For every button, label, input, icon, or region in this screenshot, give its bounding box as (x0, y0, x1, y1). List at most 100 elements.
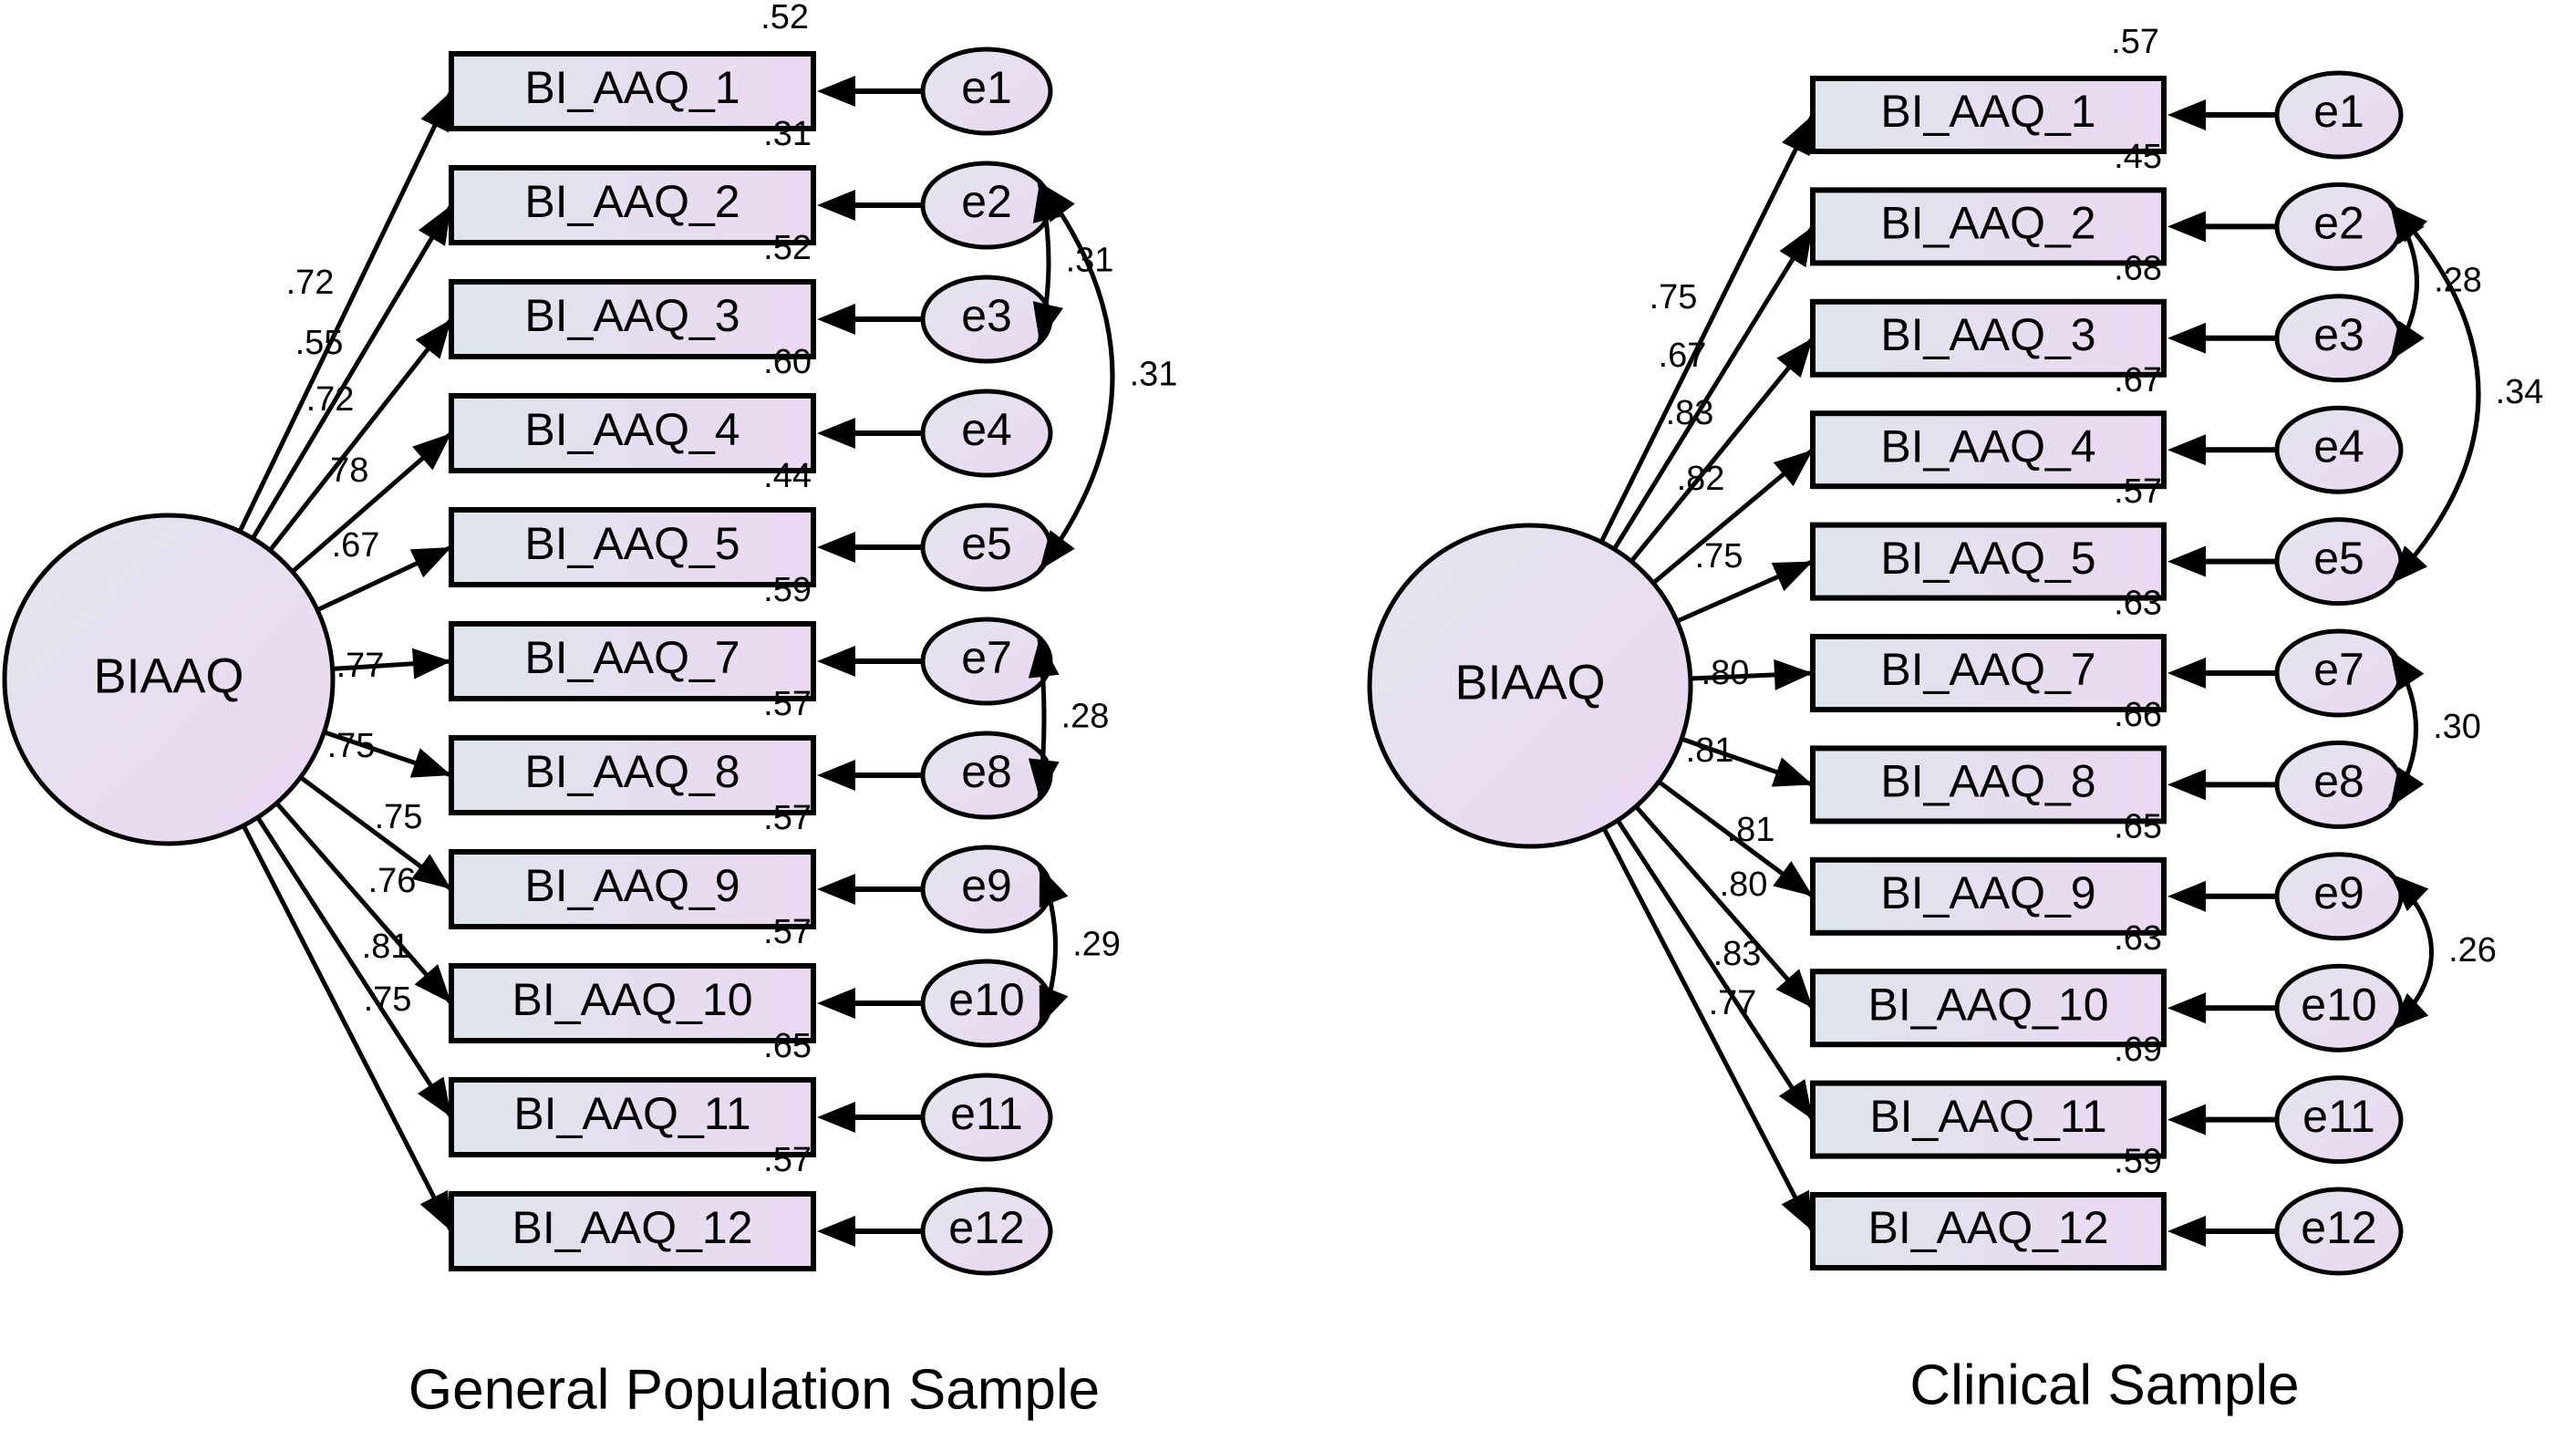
arrowhead-icon (1040, 530, 1075, 570)
covariance-arc-e2-e5 (1038, 181, 1115, 572)
r-squared-label: .52 (763, 229, 812, 267)
arrowhead-icon (2167, 658, 2206, 689)
r-squared-label: .60 (763, 343, 812, 381)
arrowhead-icon (420, 91, 451, 133)
error-term-label: e11 (950, 1088, 1023, 1139)
r-squared-label: .65 (2114, 807, 2162, 845)
indicator-label: BI_AAQ_8 (1880, 756, 2095, 807)
r-squared-label: .69 (2114, 1031, 2162, 1069)
loading-label: .75 (364, 980, 412, 1019)
indicator-box (449, 963, 816, 1043)
r-squared-label: .57 (763, 799, 812, 837)
r-squared-label: .57 (2111, 23, 2159, 61)
error-term-label: e9 (961, 860, 1012, 911)
arrowhead-icon (817, 76, 855, 107)
error-term-node (2274, 405, 2404, 494)
error-term-node (2274, 1075, 2404, 1165)
r-squared-label: .45 (2114, 138, 2162, 176)
r-squared-label: .57 (763, 1141, 812, 1179)
indicator-box (449, 165, 816, 245)
indicator-label: BI_AAQ_5 (524, 518, 740, 569)
loading-path-11 (241, 824, 454, 1233)
arrowhead-icon (1781, 1189, 1813, 1231)
indicator-box (449, 393, 816, 473)
error-term-label: e5 (2313, 533, 2364, 584)
arrowhead-icon (409, 547, 451, 578)
loading-label: .67 (1659, 337, 1707, 375)
error-term-label: e12 (948, 1202, 1024, 1253)
arrowhead-icon (418, 205, 451, 246)
loading-path-3 (1629, 337, 1815, 564)
error-term-label: e9 (2313, 867, 2364, 918)
covariance-label: .30 (2433, 708, 2481, 746)
error-term-label: e4 (2313, 420, 2364, 472)
arrowhead-icon (412, 433, 451, 471)
error-term-label: e10 (948, 974, 1024, 1025)
loading-label: .75 (1695, 537, 1743, 576)
arrowhead-icon (1771, 757, 1813, 787)
loading-path-2 (251, 203, 454, 540)
arrowhead-icon (411, 648, 451, 679)
arrowhead-icon (2390, 650, 2425, 691)
indicator-label: BI_AAQ_12 (1867, 1202, 2108, 1253)
loading-label: .55 (295, 324, 344, 362)
r-squared-label: .65 (763, 1027, 812, 1065)
arrowhead-icon (2167, 1216, 2206, 1247)
r-squared-label: .68 (2114, 249, 2162, 287)
error-term-label: e3 (2313, 309, 2364, 360)
r-squared-label: .57 (2114, 472, 2162, 511)
arrowhead-icon (1039, 866, 1069, 908)
loading-path-9 (274, 801, 453, 1005)
loading-path-11 (1601, 827, 1816, 1233)
loading-label: .81 (1686, 731, 1734, 770)
r-squared-label: .59 (763, 571, 812, 609)
arrowhead-icon (817, 646, 855, 677)
indicator-label: BI_AAQ_2 (524, 176, 740, 227)
error-term-label: e8 (961, 746, 1012, 797)
error-term-label: e2 (2313, 198, 2364, 249)
loading-path-2 (1612, 225, 1816, 551)
indicator-label: BI_AAQ_10 (1867, 979, 2108, 1030)
loading-path-10 (1616, 819, 1816, 1121)
indicator-label: BI_AAQ_2 (1880, 198, 2095, 249)
panel-caption: Clinical Sample (1909, 1353, 2299, 1416)
r-squared-label: .31 (763, 115, 812, 153)
error-term-node (920, 389, 1053, 478)
indicator-label: BI_AAQ_3 (524, 290, 740, 341)
arrowhead-icon (1773, 861, 1813, 897)
indicator-box (449, 735, 816, 815)
error-term-label: e8 (2313, 756, 2364, 807)
covariance-label: .34 (2496, 373, 2544, 411)
arrowhead-icon (415, 319, 451, 359)
r-squared-label: .44 (763, 457, 812, 495)
arrowhead-icon (2390, 766, 2425, 808)
indicator-box (449, 621, 816, 701)
indicator-box (1810, 1192, 2167, 1270)
r-squared-label: .59 (2114, 1143, 2162, 1181)
arrowhead-icon (2390, 320, 2425, 361)
error-term-label: e7 (2313, 644, 2364, 695)
loading-label: .75 (327, 727, 376, 765)
r-squared-label: .63 (2114, 919, 2162, 958)
error-term-label: e1 (961, 62, 1012, 113)
error-term-label: e2 (961, 176, 1012, 227)
loading-label: .81 (1727, 811, 1775, 849)
arrowhead-icon (1773, 450, 1813, 487)
arrowhead-icon (417, 1076, 451, 1117)
latent-factor-node (1367, 523, 1693, 849)
covariance-label: .26 (2448, 931, 2497, 970)
